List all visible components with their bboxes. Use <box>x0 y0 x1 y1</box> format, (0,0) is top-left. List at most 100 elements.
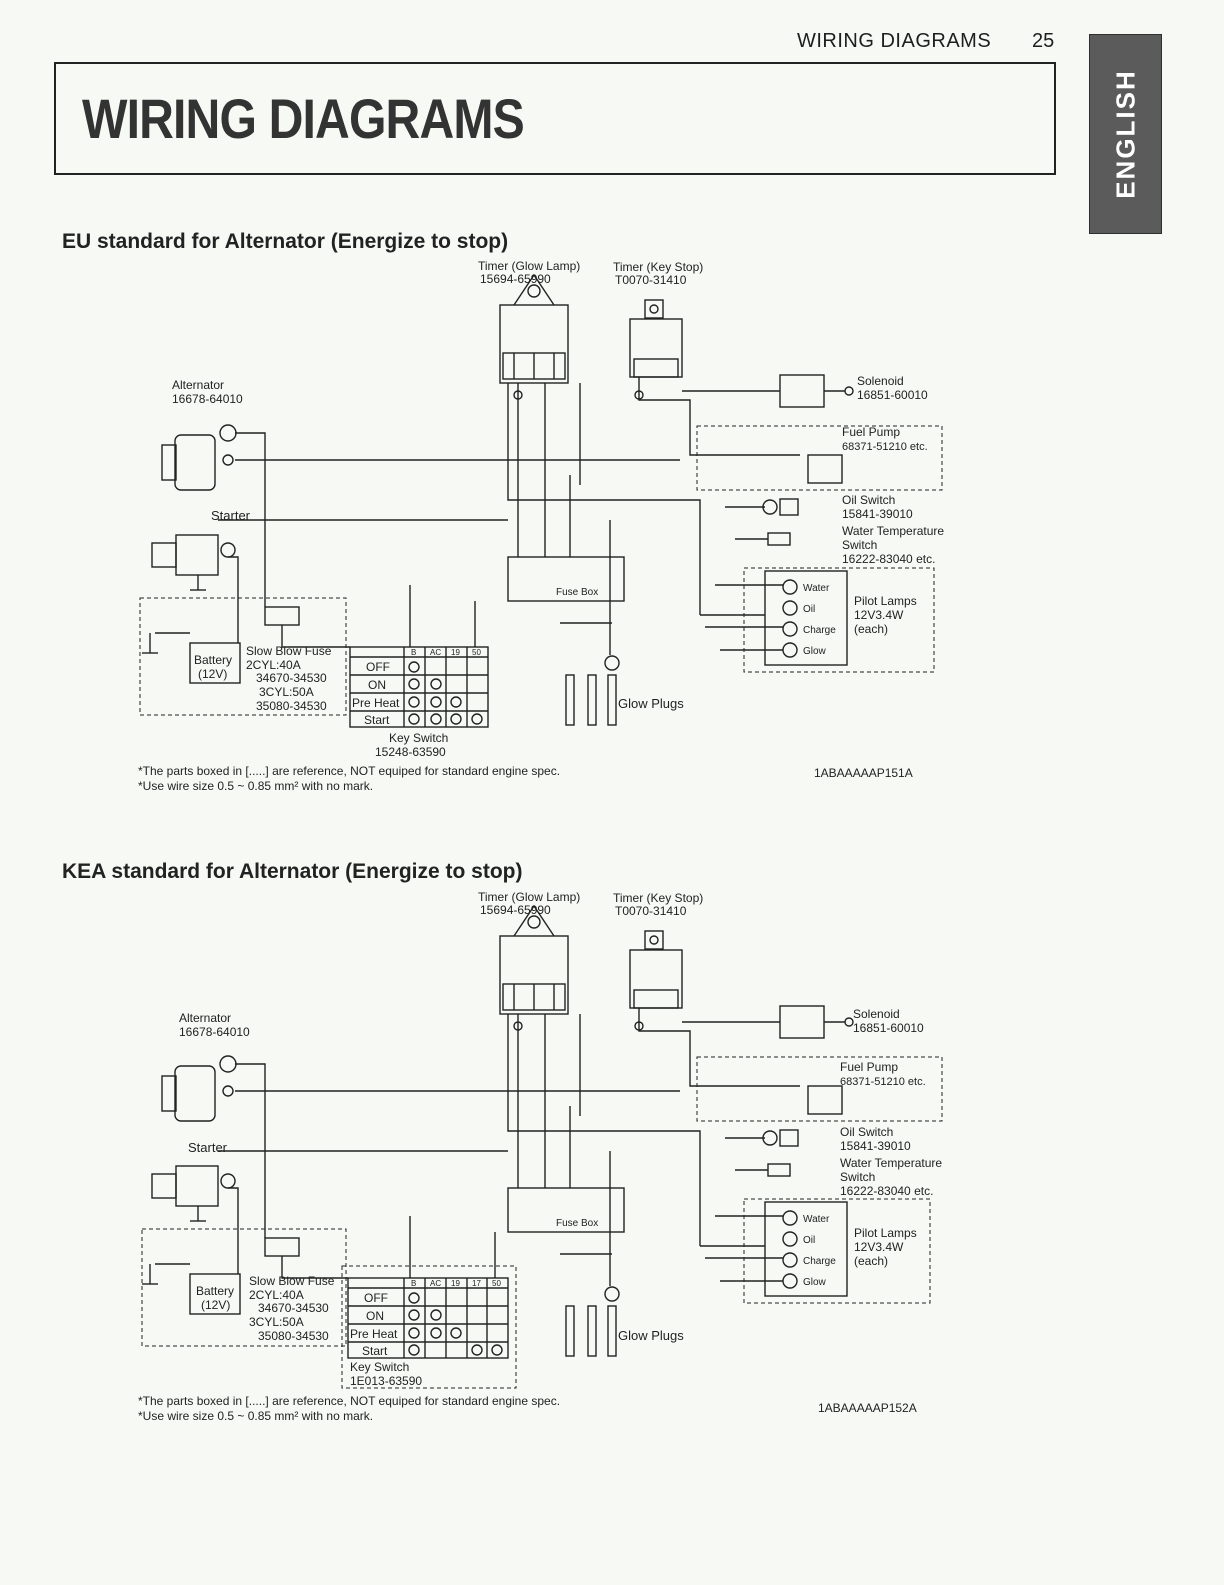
diagram-1-code: 1ABAAAAAP151A <box>814 766 913 780</box>
solenoid-part: 16851-60010 <box>853 1021 924 1035</box>
pilot-lamp-panel <box>764 570 848 666</box>
key-col-ac: AC <box>430 648 441 657</box>
key-col-17: 17 <box>472 1279 481 1288</box>
diagram-1-note-wire: *Use wire size 0.5 ~ 0.85 mm² with no ma… <box>138 779 374 793</box>
key-row-preheat: Pre Heat <box>350 1327 398 1341</box>
oil-switch-part: 15841-39010 <box>842 507 913 521</box>
solenoid-label: Solenoid <box>857 374 904 388</box>
lamp-oil-label: Oil <box>803 604 815 615</box>
timer-key-part: T0070-31410 <box>615 273 687 287</box>
starter-symbol <box>175 1165 219 1207</box>
water-temp-label-2: Switch <box>842 538 877 552</box>
diagram-1-title: EU standard for Alternator (Energize to … <box>62 230 509 253</box>
timer-glow-lamp-body <box>499 304 569 384</box>
alternator-symbol <box>174 1065 216 1122</box>
starter-label: Starter <box>188 1140 228 1155</box>
slow-blow-fuse-symbol <box>264 606 300 626</box>
key-row-start: Start <box>364 713 390 727</box>
fuel-pump-part: 68371-51210 etc. <box>842 441 928 453</box>
wiring-diagram-2: Timer (Glow Lamp) 15694-65990 Timer (Key… <box>141 890 943 1389</box>
slow-blow-2cyl-part: 34670-34530 <box>256 671 327 685</box>
lamp-oil-label: Oil <box>803 1235 815 1246</box>
oil-switch-label: Oil Switch <box>842 493 895 507</box>
alternator-part: 16678-64010 <box>179 1025 250 1039</box>
title-box: WIRING DIAGRAMS <box>54 62 1056 175</box>
slow-blow-3cyl-part: 35080-34530 <box>258 1329 329 1343</box>
fuse-box-symbol <box>507 1187 625 1233</box>
battery-symbol <box>189 642 241 684</box>
water-temp-label-2: Switch <box>840 1170 875 1184</box>
fuse-box-label: Fuse Box <box>556 1218 598 1229</box>
slow-blow-3cyl: 3CYL:50A <box>259 685 314 699</box>
battery-volt: (12V) <box>201 1298 230 1312</box>
solenoid-symbol <box>779 1005 825 1039</box>
key-col-50: 50 <box>472 648 481 657</box>
key-switch-reference-box <box>341 1265 517 1389</box>
starter-label: Starter <box>211 508 251 523</box>
slow-blow-2cyl: 2CYL:40A <box>246 658 301 672</box>
diagram-2-note-reference: *The parts boxed in [.....] are referenc… <box>138 1394 561 1408</box>
water-temp-label: Water Temperature <box>842 524 944 538</box>
fuel-pump-reference-box <box>696 1056 943 1122</box>
lamp-glow-label: Glow <box>803 1277 827 1288</box>
diagram-2-notes: *The parts boxed in [.....] are referenc… <box>138 1394 560 1424</box>
glow-plugs-label: Glow Plugs <box>618 696 684 711</box>
water-temp-part: 16222-83040 etc. <box>840 1184 933 1198</box>
diagram-2-title: KEA standard for Alternator (Energize to… <box>62 860 523 883</box>
slow-blow-fuse-symbol <box>264 1237 300 1257</box>
lamp-charge-label: Charge <box>803 625 836 636</box>
timer-key-stop-body <box>629 318 683 378</box>
slow-blow-3cyl: 3CYL:50A <box>249 1315 304 1329</box>
timer-glow-label: Timer (Glow Lamp) <box>478 259 580 273</box>
timer-key-part: T0070-31410 <box>615 904 687 918</box>
oil-switch-label: Oil Switch <box>840 1125 893 1139</box>
pilot-lamps-spec: 12V3.4W <box>854 1240 904 1254</box>
page-number: 25 <box>1032 30 1055 52</box>
fuse-box-symbol <box>507 556 625 602</box>
pilot-lamps-spec: 12V3.4W <box>854 608 904 622</box>
alternator-label: Alternator <box>179 1011 231 1025</box>
alternator-label: Alternator <box>172 378 224 392</box>
alternator-part: 16678-64010 <box>172 392 243 406</box>
lamp-water-label: Water <box>803 1214 830 1225</box>
key-switch-part: 15248-63590 <box>375 745 446 759</box>
fuel-pump-part: 68371-51210 etc. <box>840 1076 926 1088</box>
key-col-19: 19 <box>451 1279 460 1288</box>
diagram-2-code: 1ABAAAAAP152A <box>818 1401 917 1415</box>
solenoid-symbol <box>779 374 825 408</box>
timer-glow-lamp-bracket <box>513 273 555 306</box>
timer-glow-part: 15694-65990 <box>480 903 551 917</box>
solenoid-label: Solenoid <box>853 1007 900 1021</box>
pilot-lamp-panel <box>764 1201 848 1297</box>
key-col-b: B <box>411 648 416 657</box>
slow-blow-3cyl-part: 35080-34530 <box>256 699 327 713</box>
key-switch-label: Key Switch <box>350 1360 409 1374</box>
key-switch-label: Key Switch <box>389 731 448 745</box>
key-col-50: 50 <box>492 1279 501 1288</box>
battery-label: Battery <box>194 653 232 667</box>
key-row-off: OFF <box>364 1291 388 1305</box>
diagram-1-notes: *The parts boxed in [.....] are referenc… <box>138 764 560 794</box>
key-switch-table <box>349 646 489 728</box>
timer-key-label: Timer (Key Stop) <box>613 891 703 905</box>
page-title: WIRING DIAGRAMS <box>82 87 525 150</box>
running-header: WIRING DIAGRAMS <box>797 30 992 52</box>
pilot-lamp-reference-box <box>743 567 935 673</box>
timer-key-stop-body <box>629 949 683 1009</box>
oil-switch-part: 15841-39010 <box>840 1139 911 1153</box>
key-col-ac: AC <box>430 1279 441 1288</box>
diagram-2-note-wire: *Use wire size 0.5 ~ 0.85 mm² with no ma… <box>138 1409 374 1423</box>
slow-blow-2cyl: 2CYL:40A <box>249 1288 304 1302</box>
key-row-on: ON <box>368 678 386 692</box>
key-row-preheat: Pre Heat <box>352 696 400 710</box>
lamp-charge-label: Charge <box>803 1256 836 1267</box>
wiring-diagram-1: Timer (Glow Lamp) 15694-65990 Timer (Key… <box>139 259 944 759</box>
timer-key-label: Timer (Key Stop) <box>613 260 703 274</box>
diagram-1-note-reference: *The parts boxed in [.....] are referenc… <box>138 764 561 778</box>
timer-glow-lamp-body <box>499 935 569 1015</box>
key-switch-table <box>347 1277 509 1359</box>
lamp-water-label: Water <box>803 583 830 594</box>
language-tab[interactable]: ENGLISH <box>1089 34 1162 234</box>
pilot-lamps-label: Pilot Lamps <box>854 594 917 608</box>
alternator-symbol <box>174 434 216 491</box>
